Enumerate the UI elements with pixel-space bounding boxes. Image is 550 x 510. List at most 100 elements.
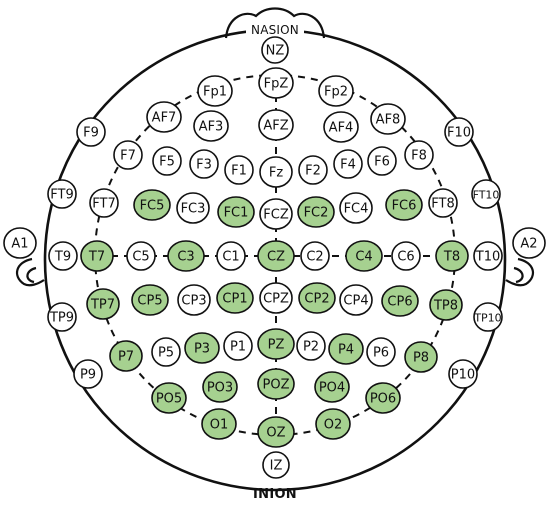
electrode-cp2: CP2 [298, 282, 336, 314]
electrode-label: TP7 [90, 298, 115, 313]
electrode-label: T10 [475, 250, 500, 265]
electrode-marker [223, 331, 253, 361]
electrode-label: F1 [231, 164, 247, 179]
electrode-marker [109, 340, 143, 372]
electrode-pz: PZ [257, 328, 295, 360]
electrode-marker [262, 451, 290, 479]
electrode-marker [86, 288, 120, 320]
electrode-fcz: FCZ [259, 198, 293, 230]
electrode-marker [126, 241, 156, 271]
electrode-cp5: CP5 [131, 284, 169, 316]
electrode-iz: IZ [262, 451, 290, 479]
electrode-marker [151, 337, 181, 367]
electrode-marker [300, 241, 330, 271]
electrode-p5: P5 [151, 337, 181, 367]
electrode-marker [80, 240, 114, 272]
electrode-label: FT7 [92, 197, 115, 212]
electrode-a2: A2 [512, 227, 546, 259]
electrode-ft8: FT8 [428, 188, 458, 218]
electrode-label: FC5 [140, 199, 165, 214]
electrode-label: F2 [305, 164, 321, 179]
electrode-label: C5 [132, 250, 149, 265]
electrode-label: AF8 [376, 113, 401, 128]
electrode-f8: F8 [404, 140, 434, 170]
electrode-marker [512, 227, 546, 259]
electrode-label: P3 [194, 342, 210, 357]
electrode-label: FT8 [431, 197, 454, 212]
electrode-marker [404, 140, 434, 170]
electrode-marker [339, 192, 373, 224]
electrode-label: NZ [266, 44, 285, 59]
electrode-cz: CZ [257, 240, 295, 272]
electrode-c6: C6 [391, 241, 421, 271]
electrode-label: A1 [11, 237, 28, 252]
electrode-label: C4 [355, 250, 372, 265]
electrode-f7: F7 [113, 140, 143, 170]
electrode-label: CPZ [263, 292, 289, 307]
electrode-label: CZ [267, 250, 285, 265]
electrode-marker [404, 341, 438, 373]
electrode-label: FC1 [224, 206, 249, 221]
electrode-label: P1 [230, 340, 246, 355]
electrode-marker [366, 337, 396, 367]
electrode-label: F3 [196, 158, 212, 173]
electrode-label: IZ [270, 459, 283, 474]
electrode-label: P5 [158, 346, 174, 361]
electrode-label: F6 [374, 155, 390, 170]
electrode-label: FT9 [50, 188, 73, 203]
electrode-p1: P1 [223, 331, 253, 361]
electrode-label: F7 [120, 149, 136, 164]
left-ear-outline [15, 257, 45, 287]
electrode-po5: PO5 [151, 382, 187, 414]
electrode-label: AFZ [263, 119, 288, 134]
electrode-cpz: CPZ [259, 282, 293, 314]
left-ear-inner [26, 266, 37, 284]
electrode-label: FC2 [304, 206, 329, 221]
electrode-label: A2 [520, 237, 537, 252]
electrode-label: F5 [159, 155, 175, 170]
electrode-label: F10 [447, 126, 471, 141]
electrode-cp6: CP6 [381, 285, 419, 317]
electrode-label: CP5 [137, 294, 162, 309]
electrode-label: P2 [303, 340, 319, 355]
electrode-label: Fz [269, 166, 283, 181]
electrode-p6: P6 [366, 337, 396, 367]
electrode-p9: P9 [73, 359, 103, 389]
electrode-f9: F9 [76, 117, 106, 147]
electrode-po4: PO4 [314, 371, 350, 403]
electrode-c1: C1 [216, 241, 246, 271]
electrode-label: AF4 [329, 121, 354, 136]
electrode-label: C1 [222, 250, 239, 265]
electrode-label: C6 [397, 250, 414, 265]
electrode-marker [345, 240, 383, 272]
electrode-marker [429, 289, 463, 321]
electrode-label: Fp1 [203, 85, 227, 100]
electrode-marker [257, 328, 295, 360]
electrode-marker [333, 149, 363, 179]
electrode-label: F4 [340, 158, 356, 173]
electrode-p4: P4 [328, 333, 364, 365]
electrode-marker [193, 110, 229, 142]
electrode-label: P10 [451, 368, 475, 383]
electrode-f4: F4 [333, 149, 363, 179]
electrode-marker [261, 36, 289, 64]
electrode-label: C2 [306, 250, 323, 265]
electrode-cp4: CP4 [339, 284, 373, 316]
electrode-nz: NZ [261, 36, 289, 64]
electrode-marker [202, 371, 238, 403]
electrode-marker [298, 155, 328, 185]
electrode-p10: P10 [448, 359, 478, 389]
electrode-marker [381, 285, 419, 317]
electrode-marker [296, 331, 326, 361]
electrode-label: F9 [83, 126, 99, 141]
electrode-marker [315, 408, 351, 440]
electrode-label: TP8 [433, 299, 458, 314]
electrode-f2: F2 [298, 155, 328, 185]
electrode-marker [391, 241, 421, 271]
electrode-marker [131, 284, 169, 316]
electrode-label: FCZ [263, 208, 289, 223]
electrode-label: O1 [210, 418, 229, 433]
electrode-label: AF3 [199, 120, 224, 135]
